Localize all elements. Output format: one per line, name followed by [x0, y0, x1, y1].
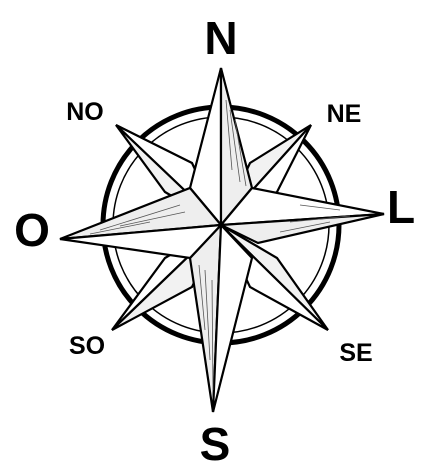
west-point	[60, 188, 221, 258]
label-east: L	[387, 181, 415, 233]
label-southwest: SO	[69, 332, 105, 360]
label-northwest: NO	[66, 98, 104, 126]
label-north: N	[204, 12, 237, 64]
label-west: O	[14, 204, 50, 256]
label-northeast: NE	[327, 100, 362, 128]
east-point	[221, 188, 384, 243]
south-point	[190, 225, 252, 412]
label-south: S	[200, 418, 231, 470]
label-southeast: SE	[339, 339, 372, 367]
